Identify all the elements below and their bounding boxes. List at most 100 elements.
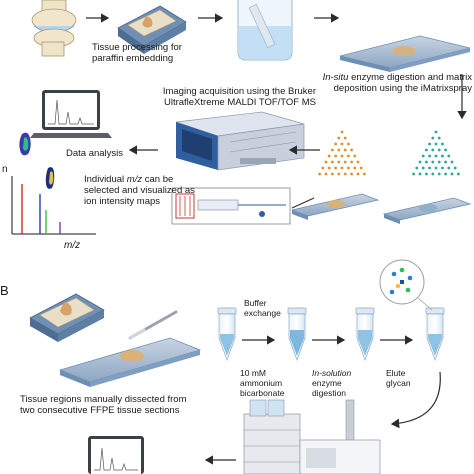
laptop-icon bbox=[30, 90, 112, 138]
spray-dot bbox=[437, 136, 441, 140]
tube-icon bbox=[287, 307, 307, 362]
spray-dot bbox=[450, 172, 454, 176]
spray-dot bbox=[324, 172, 328, 176]
spray-dot bbox=[327, 154, 331, 158]
matrix-spray-teal bbox=[412, 130, 460, 176]
spray-dot bbox=[428, 142, 431, 146]
individual-prefix: Individual bbox=[84, 174, 127, 185]
spray-dot bbox=[441, 166, 444, 170]
scalpel-icon bbox=[128, 310, 178, 340]
spray-dot bbox=[350, 172, 353, 176]
spray-dot bbox=[353, 166, 357, 170]
spray-dot bbox=[447, 154, 451, 158]
spray-dot bbox=[418, 160, 422, 164]
tube-icon bbox=[355, 307, 375, 362]
spray-dot bbox=[437, 172, 441, 176]
glycan-zoom-icon bbox=[379, 259, 433, 311]
spray-dot bbox=[356, 160, 360, 164]
matrix-spray-orange bbox=[318, 130, 366, 176]
spray-dot bbox=[425, 172, 428, 176]
spray-dot bbox=[418, 172, 422, 176]
spray-dot bbox=[334, 142, 337, 146]
spray-dot bbox=[431, 160, 435, 164]
tissue-processing-label: Tissue processing for paraffin embedding bbox=[92, 42, 182, 64]
in-solution-label: In-solution enzyme digestion bbox=[312, 368, 372, 398]
spray-dot bbox=[350, 160, 353, 164]
spray-dot bbox=[343, 136, 347, 140]
spray-dot bbox=[363, 172, 366, 176]
knee-joint-icon bbox=[31, 0, 77, 57]
spray-dot bbox=[337, 160, 341, 164]
panel-b-letter: B bbox=[0, 283, 9, 298]
spray-dot bbox=[444, 160, 447, 164]
beaker-icon bbox=[237, 0, 293, 61]
tube-icon bbox=[217, 307, 237, 362]
arrow bbox=[291, 197, 315, 209]
spray-dot bbox=[415, 166, 419, 170]
spray-dot bbox=[340, 130, 344, 134]
spray-dot bbox=[356, 172, 360, 176]
spray-dot bbox=[340, 166, 344, 170]
spray-dot bbox=[431, 136, 435, 140]
spray-dot bbox=[331, 160, 334, 164]
spray-dot bbox=[421, 154, 425, 158]
in-solution-rest: enzyme digestion bbox=[312, 378, 347, 398]
spray-dot bbox=[340, 142, 344, 146]
spray-dot bbox=[444, 148, 447, 152]
spray-dot bbox=[334, 166, 337, 170]
spray-dot bbox=[359, 166, 363, 170]
spray-dot bbox=[431, 148, 435, 152]
spray-dot bbox=[428, 166, 431, 170]
spray-dot bbox=[441, 142, 444, 146]
mass-spectrum bbox=[11, 176, 96, 235]
spray-dot bbox=[334, 154, 337, 158]
individual-mz: m/z bbox=[126, 174, 143, 185]
in-situ-label: In-situ enzyme digestion and matrix depo… bbox=[322, 72, 472, 94]
laptop-b-icon bbox=[88, 436, 144, 474]
spray-dot bbox=[431, 172, 435, 176]
paraffin-block-b-icon bbox=[29, 293, 105, 342]
spray-dot bbox=[425, 148, 428, 152]
spray-dot bbox=[318, 172, 321, 176]
in-solution-prefix: In-solution bbox=[312, 368, 352, 378]
spray-dot bbox=[450, 160, 454, 164]
spray-dot bbox=[340, 154, 344, 158]
spray-dot bbox=[412, 172, 415, 176]
imaging-label: Imaging acquisition using the Bruker Ult… bbox=[162, 86, 316, 108]
spray-dot bbox=[353, 154, 357, 158]
in-situ-prefix: In-situ bbox=[322, 72, 349, 83]
tissue-slide-icon bbox=[339, 35, 471, 72]
spray-dot bbox=[343, 172, 347, 176]
spray-dot bbox=[421, 166, 425, 170]
dissection-slide-icon bbox=[58, 337, 202, 387]
spray-dot bbox=[444, 172, 447, 176]
ion-map-icon bbox=[19, 132, 55, 189]
dissected-label: Tissue regions manually dissected from t… bbox=[20, 394, 187, 416]
spray-dot bbox=[434, 142, 438, 146]
spray-dot bbox=[347, 154, 350, 158]
spray-dot bbox=[343, 148, 347, 152]
spectrum-x-axis-label: m/z bbox=[64, 240, 81, 251]
spray-dot bbox=[428, 154, 431, 158]
spray-dot bbox=[437, 160, 441, 164]
spray-dot bbox=[457, 172, 460, 176]
spray-dot bbox=[337, 148, 341, 152]
arrow bbox=[390, 371, 441, 429]
spray-dot bbox=[453, 166, 457, 170]
instrument-schematic-icon bbox=[171, 187, 291, 225]
elute-glycan-label: Elute glycan bbox=[386, 368, 411, 388]
spray-dot bbox=[434, 154, 438, 158]
spray-dot bbox=[434, 130, 438, 134]
spray-dot bbox=[347, 142, 350, 146]
spray-dot bbox=[347, 166, 350, 170]
spray-dot bbox=[434, 166, 438, 170]
spray-dot bbox=[321, 166, 325, 170]
individual-mz-label: Individual m/z can be selected and visua… bbox=[84, 174, 196, 207]
spray-dot bbox=[441, 154, 444, 158]
spray-dot bbox=[337, 136, 341, 140]
sprayed-slide-left bbox=[290, 193, 380, 220]
spray-dot bbox=[350, 148, 353, 152]
spray-dot bbox=[447, 166, 451, 170]
sprayed-slide-right bbox=[382, 197, 472, 224]
